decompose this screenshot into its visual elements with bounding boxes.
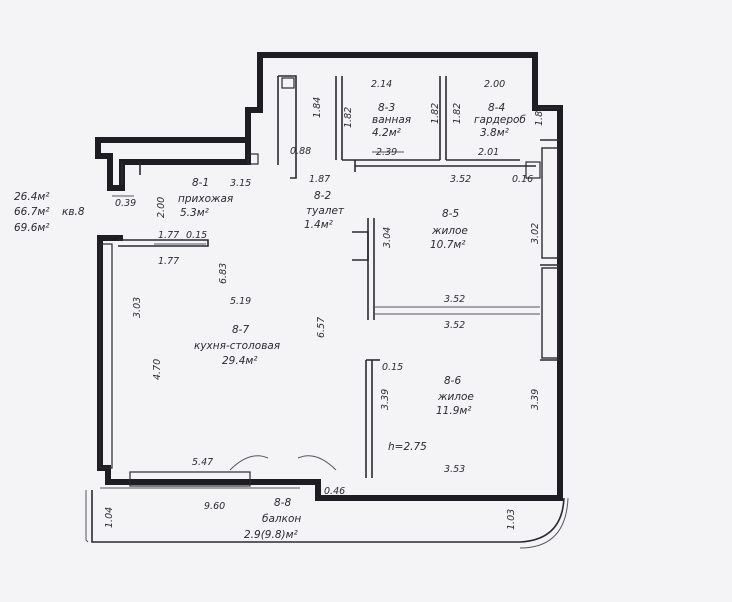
dim-1-84: 1.84 xyxy=(312,97,323,118)
dim-0-46: 0.46 xyxy=(324,486,345,497)
bedroom2-name: жилое xyxy=(437,391,474,403)
bedroom-divider xyxy=(374,306,540,315)
column-box xyxy=(525,161,541,179)
bath-id: 8-3 xyxy=(378,102,395,114)
dim-1-87: 1.87 xyxy=(309,174,330,185)
dim-3-02: 3.02 xyxy=(530,223,541,244)
dim-0-88: 0.88 xyxy=(290,146,311,157)
dim-3-04: 3.04 xyxy=(382,227,393,248)
bedroom2-id: 8-6 xyxy=(444,375,461,387)
total-area-text: 66.7м² xyxy=(14,206,50,218)
flat-number-text: кв.8 xyxy=(62,206,85,218)
dim-1-82-c: 1.82 xyxy=(452,103,463,124)
hall-id: 8-1 xyxy=(192,177,209,189)
door-arcs xyxy=(229,455,337,471)
window-marks-right xyxy=(540,107,560,361)
dim-2-01: 2.01 xyxy=(478,147,499,158)
dim-1-04: 1.04 xyxy=(104,507,115,528)
balcony-id: 8-8 xyxy=(274,497,291,509)
window-right-2 xyxy=(541,267,559,359)
dim-3-39-a: 3.39 xyxy=(380,389,391,410)
shaft-box xyxy=(247,153,259,165)
dim-0-15-b: 0.15 xyxy=(382,362,403,373)
dim-3-39-b: 3.39 xyxy=(530,389,541,410)
dim-3-52-c: 3.52 xyxy=(444,320,465,331)
balcony-left xyxy=(85,490,89,543)
window-bottom xyxy=(129,471,251,487)
balcony-curve xyxy=(519,497,569,549)
dim-2-14: 2.14 xyxy=(371,79,392,90)
dim-5-19: 5.19 xyxy=(230,296,251,307)
window-right-1 xyxy=(541,147,559,259)
dim-5-47: 5.47 xyxy=(192,457,213,468)
toilet-name: туалет xyxy=(306,205,345,217)
balcony-name: балкон xyxy=(262,513,301,525)
hall-name: прихожая xyxy=(178,193,233,205)
bedroom1-name: жилое xyxy=(431,225,468,237)
dim-1-82-a: 1.82 xyxy=(343,107,354,128)
bath-wardrobe-wall xyxy=(439,76,447,160)
wardrobe-area: 3.8м² xyxy=(480,127,510,139)
bedroom1-area: 10.7м² xyxy=(430,239,466,251)
dim-6-83: 6.83 xyxy=(218,263,229,284)
room-labels: 8-3 ванная 4.2м² 8-4 гардероб 3.8м² 8-1 … xyxy=(178,102,526,541)
dim-2-00-left: 2.00 xyxy=(156,197,167,218)
wardrobe-id: 8-4 xyxy=(488,102,505,114)
summary-block: 26.4м² 66.7м² кв.8 69.6м² xyxy=(14,191,85,234)
bedroom2-area: 11.9м² xyxy=(436,405,472,417)
toilet-area: 1.4м² xyxy=(304,219,334,231)
living-area-text: 26.4м² xyxy=(14,191,50,203)
wardrobe-name: гардероб xyxy=(474,114,526,126)
bedroom1-id: 8-5 xyxy=(442,208,459,220)
balcony-area: 2.9(9.8)м² xyxy=(244,529,299,541)
dim-2-00-top: 2.00 xyxy=(484,79,505,90)
dim-3-15: 3.15 xyxy=(230,178,251,189)
toilet-wall-right xyxy=(278,75,297,179)
vent-box xyxy=(281,77,295,89)
bath-name: ванная xyxy=(372,114,411,126)
walls xyxy=(95,52,563,501)
bedroom1-niche xyxy=(352,231,369,261)
bath-area: 4.2м² xyxy=(372,127,402,139)
bedroom1-left-wall xyxy=(367,218,375,320)
kitchen-area: 29.4м² xyxy=(222,355,258,367)
dim-1-77-b: 1.77 xyxy=(158,256,179,267)
dim-3-53: 3.53 xyxy=(444,464,465,475)
dimensions: 2.14 2.00 2.39 2.01 0.88 1.87 3.15 0.39 … xyxy=(104,79,545,530)
balcony-rail xyxy=(91,490,565,543)
dim-3-03: 3.03 xyxy=(132,297,143,318)
dim-9-60: 9.60 xyxy=(204,501,225,512)
balcony-outline xyxy=(85,487,569,549)
interior-walls xyxy=(118,75,541,478)
toilet-id: 8-2 xyxy=(314,190,331,202)
total-balcony-text: 69.6м² xyxy=(14,222,50,234)
dim-4-70: 4.70 xyxy=(152,359,163,380)
dim-1-82-b: 1.82 xyxy=(430,103,441,124)
bedroom2-left-wall xyxy=(365,360,373,478)
ceiling-height: h=2.75 xyxy=(388,441,427,453)
dim-0-39: 0.39 xyxy=(115,198,136,209)
dim-1-82-d: 1.82 xyxy=(534,105,545,126)
kitchen-name: кухня-столовая xyxy=(194,340,280,352)
dim-6-57: 6.57 xyxy=(316,317,327,338)
bath-wall-left xyxy=(335,76,343,160)
window-left xyxy=(99,243,113,469)
dim-lines xyxy=(112,151,404,245)
dim-3-52-a: 3.52 xyxy=(450,174,471,185)
hall-area: 5.3м² xyxy=(180,207,210,219)
dim-3-52-b: 3.52 xyxy=(444,294,465,305)
kitchen-id: 8-7 xyxy=(232,324,249,336)
dim-0-16: 0.16 xyxy=(512,174,533,185)
dim-1-03: 1.03 xyxy=(506,509,517,530)
dim-1-77-a: 1.77 xyxy=(158,230,179,241)
outer-wall xyxy=(95,52,563,501)
dim-0-15-a: 0.15 xyxy=(186,230,207,241)
kitchen-hall-wall xyxy=(118,239,209,247)
hall-fragments xyxy=(121,162,141,185)
